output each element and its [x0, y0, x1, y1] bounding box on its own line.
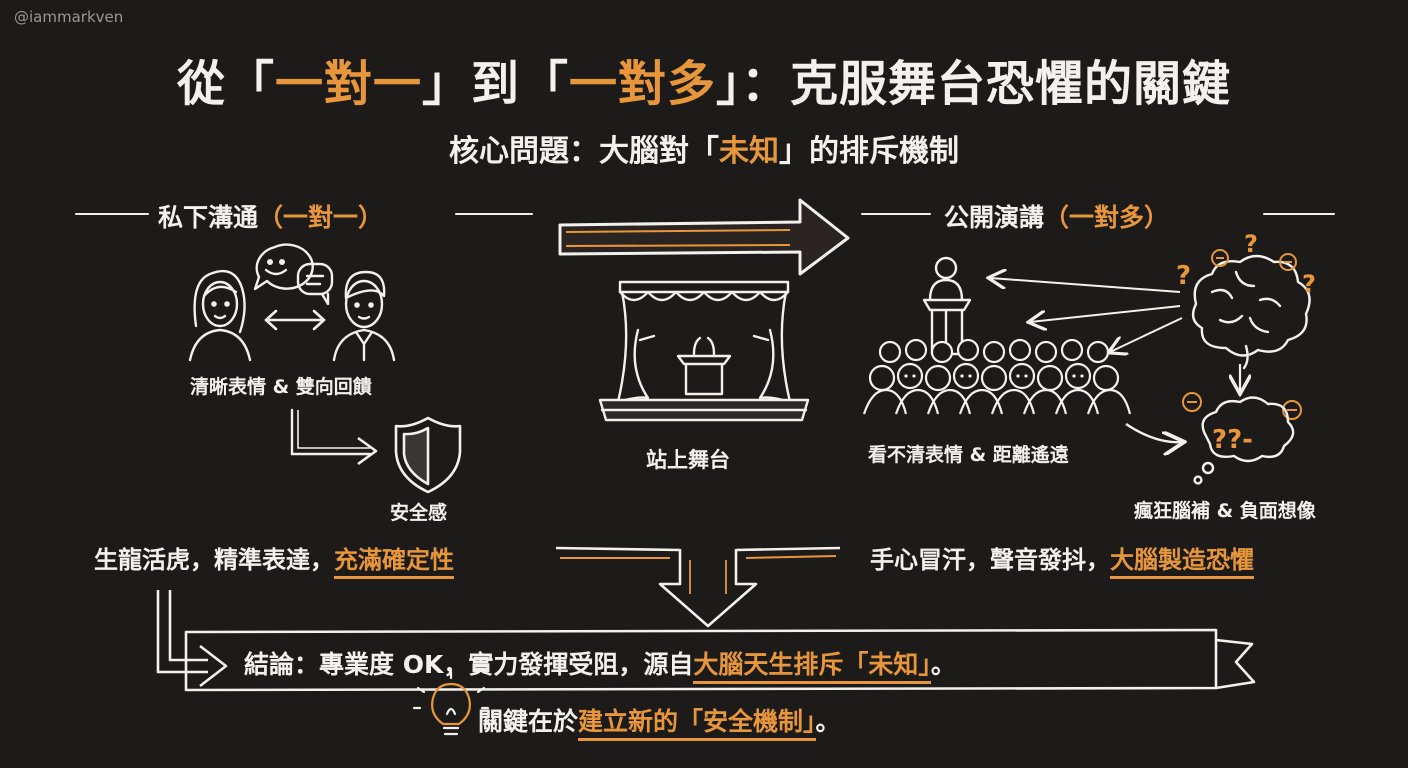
stage-caption: 站上舞台	[646, 448, 730, 472]
conclusion-highlight: 大腦天生排斥「未知」	[693, 650, 931, 684]
right-statement-text: 手心冒汗，聲音發抖，	[870, 546, 1110, 574]
right-statement-highlight: 大腦製造恐懼	[1110, 546, 1254, 579]
thought-cloud-icon	[1193, 396, 1295, 485]
shield-icon	[394, 416, 462, 494]
left-statement: 生龍活虎，精準表達，充滿確定性	[94, 540, 454, 579]
merge-arrow-icon	[555, 546, 841, 628]
man-icon	[332, 270, 396, 362]
title-part1: 從「	[176, 56, 275, 112]
key-part2: 。	[815, 707, 841, 736]
page-title: 從「一對一」到「一對多」：克服舞台恐懼的關鍵	[0, 44, 1408, 114]
conclusion-part1: 結論：專業度 OK，實力發揮受阻，源自	[244, 650, 694, 679]
brain-caption: 瘋狂腦補 & 負面想像	[1134, 500, 1316, 522]
svg-text:?: ?	[1244, 230, 1258, 258]
right-heading-text: 公開演講	[944, 203, 1045, 232]
left-heading-text: 私下溝通	[158, 203, 259, 232]
title-highlight-2: 一對多	[569, 56, 717, 112]
subtitle: 核心問題：大腦對「未知」的排斥機制	[0, 126, 1408, 170]
brain-icon	[1191, 254, 1311, 370]
watermark: @iammarkven	[14, 8, 124, 26]
ribbon-banner-icon	[184, 628, 1256, 692]
key-text: 關鍵在於建立新的「安全機制」。	[478, 702, 841, 741]
imagination-arrow	[1125, 423, 1182, 442]
anxiety-symbols	[1182, 249, 1302, 420]
left-heading-highlight: （一對一）	[258, 203, 384, 232]
subtitle-part2: 」的排斥機制	[779, 134, 959, 169]
speech-bubble-icon	[253, 243, 334, 306]
left-statement-text: 生龍活虎，精準表達，	[94, 546, 334, 574]
left-statement-highlight: 充滿確定性	[334, 546, 454, 579]
stage-icon	[598, 280, 810, 422]
conclusion-text: 結論：專業度 OK，實力發揮受阻，源自大腦天生排斥「未知」。	[244, 645, 956, 684]
right-section-heading: 公開演講（一對多）	[944, 198, 1169, 234]
right-caption: 看不清表情 & 距離遙遠	[868, 444, 1069, 466]
lightbulb-icon	[412, 670, 490, 736]
conclusion-arrow	[156, 590, 228, 688]
key-part1: 關鍵在於	[478, 707, 579, 736]
question-marks: ? ? ?	[1176, 230, 1316, 298]
speaker-icon	[922, 256, 972, 356]
svg-text:?: ?	[1302, 270, 1316, 298]
thought-text: ??-	[1212, 425, 1253, 455]
title-part3: 」：克服舞台恐懼的關鍵	[716, 56, 1232, 112]
left-caption: 清晰表情 & 雙向回饋	[190, 376, 372, 398]
subtitle-highlight: 未知	[719, 134, 779, 169]
double-arrow-icon	[264, 309, 326, 331]
subtitle-part1: 核心問題：大腦對「	[449, 134, 719, 169]
big-arrow-icon	[558, 198, 850, 276]
left-section-heading: 私下溝通（一對一）	[158, 198, 383, 234]
woman-icon	[188, 269, 252, 362]
pressure-arrows	[990, 278, 1183, 352]
audience-icon	[862, 338, 1132, 415]
key-highlight: 建立新的「安全機制」	[578, 707, 816, 741]
title-part2: 」到「	[421, 56, 569, 112]
safety-caption: 安全感	[390, 502, 448, 524]
conclusion-part2: 。	[930, 650, 956, 679]
right-statement: 手心冒汗，聲音發抖，大腦製造恐懼	[870, 540, 1254, 579]
svg-text:?: ?	[1176, 261, 1191, 291]
right-heading-highlight: （一對多）	[1044, 203, 1170, 232]
title-highlight-1: 一對一	[274, 56, 422, 112]
safety-arrow	[290, 408, 372, 456]
